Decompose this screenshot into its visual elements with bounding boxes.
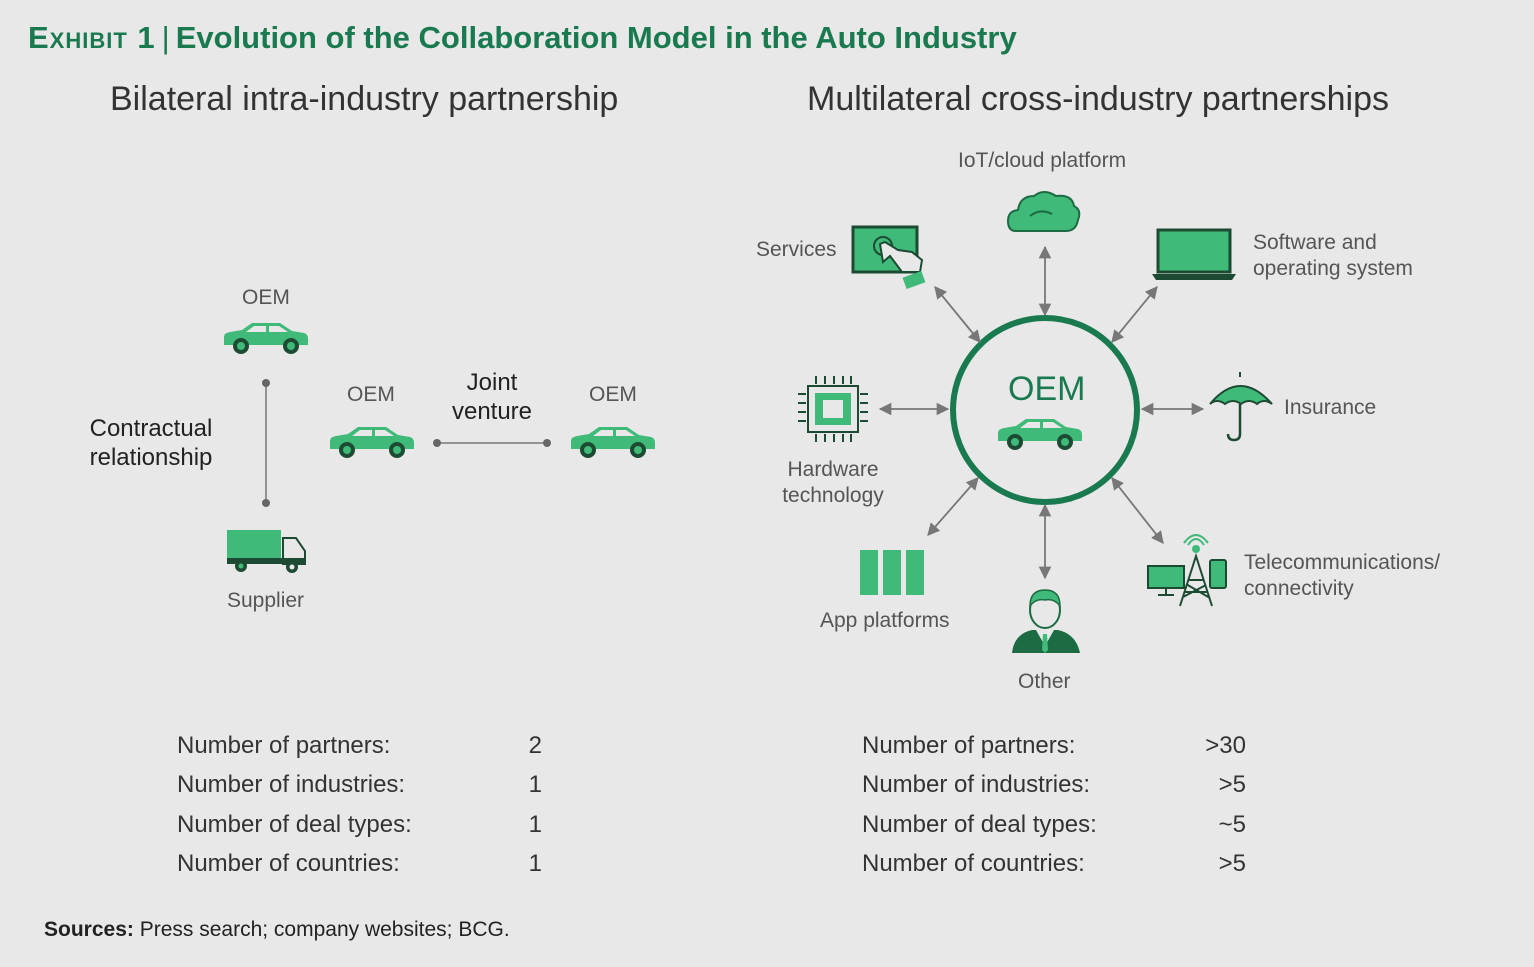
oem-top-label: OEM	[242, 286, 290, 309]
exhibit-title: Exhibit 1|Evolution of the Collaboration…	[28, 20, 1017, 56]
oem-right-label: OEM	[589, 383, 637, 406]
app-platforms-icon	[860, 550, 924, 595]
person-icon	[1012, 589, 1080, 653]
other-label: Other	[1018, 670, 1071, 693]
touchscreen-icon	[851, 225, 926, 290]
right-stat-label: Number of industries:	[862, 771, 1091, 798]
software-line1: Software and	[1253, 231, 1377, 254]
left-stat-value: 2	[528, 732, 542, 759]
laptop-icon	[1152, 228, 1236, 280]
joint-venture-line2: venture	[451, 398, 533, 425]
services-label: Services	[756, 238, 837, 261]
telecom-line1: Telecommunications/	[1244, 551, 1441, 574]
oem-hub-circle	[950, 315, 1140, 505]
title-separator: |	[161, 20, 170, 55]
telecom-tower-icon	[1147, 534, 1227, 607]
sources-label: Sources:	[44, 918, 134, 941]
joint-venture-connector	[433, 439, 551, 447]
sources-note: Sources: Press search; company websites;…	[44, 918, 510, 942]
exhibit-heading: Evolution of the Collaboration Model in …	[175, 20, 1017, 55]
right-stat-value: >30	[1205, 732, 1246, 759]
left-stat-value: 1	[528, 811, 542, 838]
chip-icon	[798, 376, 868, 442]
exhibit-number: Exhibit 1	[28, 20, 156, 55]
contractual-line1: Contractual	[89, 415, 213, 442]
right-stat-value: >5	[1218, 850, 1246, 877]
left-panel-heading: Bilateral intra-industry partnership	[110, 80, 619, 118]
car-icon	[330, 427, 414, 458]
contractual-relationship-label: Contractual relationship	[70, 414, 232, 472]
telecom-line2: connectivity	[1244, 577, 1354, 600]
hub-arrows	[878, 245, 1205, 580]
umbrella-icon	[1209, 372, 1273, 442]
car-icon	[224, 323, 308, 354]
right-stat-label: Number of countries:	[862, 850, 1085, 877]
joint-venture-line1: Joint	[466, 369, 518, 396]
iot-cloud-label: IoT/cloud platform	[958, 149, 1127, 172]
software-label: Software and operating system	[1253, 230, 1413, 282]
contractual-line2: relationship	[89, 444, 213, 471]
telecom-label: Telecommunications/ connectivity	[1244, 550, 1440, 602]
oem-hub-label: OEM	[1008, 370, 1086, 408]
app-platforms-label: App platforms	[820, 609, 950, 632]
left-stat-label: Number of partners:	[177, 732, 391, 759]
right-panel-heading: Multilateral cross-industry partnerships	[807, 80, 1389, 118]
sources-text: Press search; company websites; BCG.	[133, 918, 510, 941]
insurance-label: Insurance	[1284, 396, 1377, 419]
right-stat-value: ~5	[1218, 811, 1246, 838]
car-icon	[998, 419, 1082, 450]
left-stat-value: 1	[528, 771, 542, 798]
left-stat-label: Number of countries:	[177, 850, 400, 877]
car-icon	[571, 427, 655, 458]
truck-icon	[227, 530, 306, 573]
right-stat-label: Number of deal types:	[862, 811, 1097, 838]
left-stat-label: Number of deal types:	[177, 811, 412, 838]
hardware-label: Hardware technology	[768, 457, 898, 509]
software-line2: operating system	[1253, 257, 1413, 280]
cloud-icon	[1006, 191, 1081, 232]
right-stat-label: Number of partners:	[862, 732, 1076, 759]
hardware-line1: Hardware	[787, 458, 879, 481]
hardware-line2: technology	[782, 484, 884, 507]
contractual-connector	[262, 379, 270, 507]
joint-venture-label: Joint venture	[432, 368, 552, 426]
right-stat-value: >5	[1218, 771, 1246, 798]
left-stat-value: 1	[528, 850, 542, 877]
supplier-label: Supplier	[227, 589, 305, 612]
oem-mid-label: OEM	[347, 383, 395, 406]
left-stat-label: Number of industries:	[177, 771, 406, 798]
